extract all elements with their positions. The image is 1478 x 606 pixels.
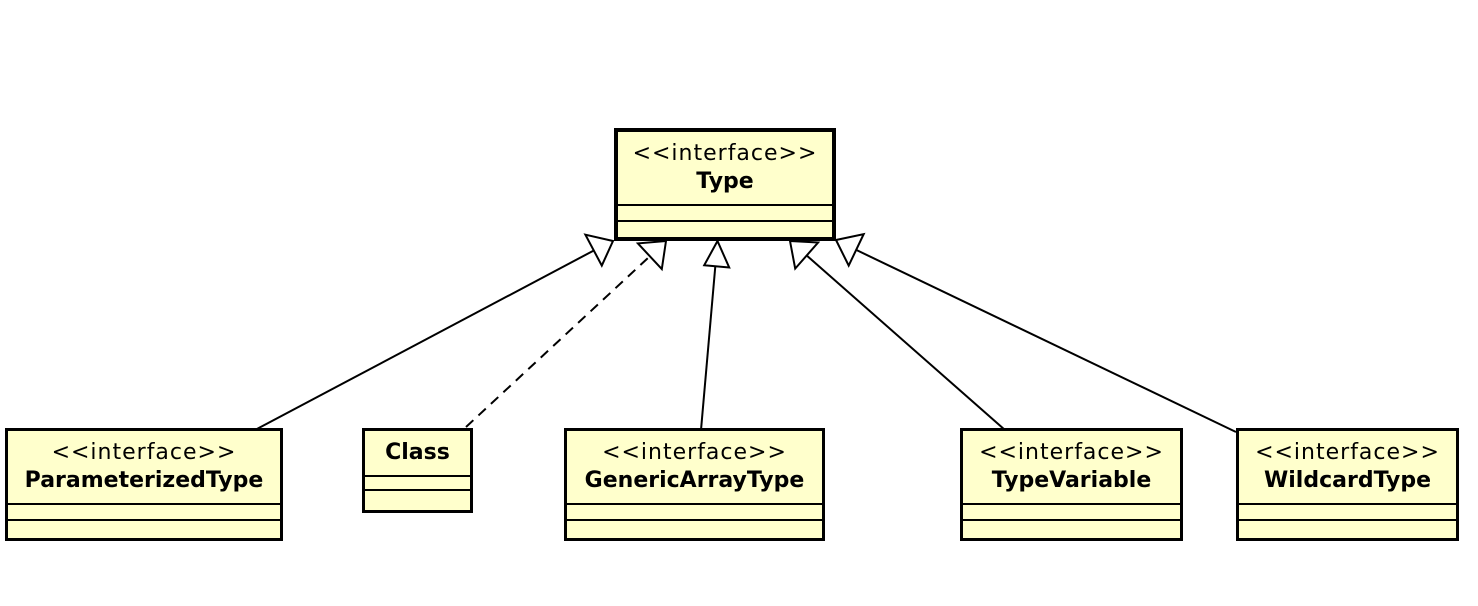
class-box-wildcardtype[interactable]: <<interface>> WildcardType (1236, 428, 1459, 541)
class-name: ParameterizedType (24, 468, 264, 493)
operations-compartment (618, 220, 832, 236)
attributes-compartment (8, 503, 280, 519)
relation-wildcardtype-to-type (855, 248, 1237, 433)
generalization-arrowhead-icon (788, 239, 821, 271)
operations-compartment (8, 519, 280, 535)
stereotype-label: <<interface>> (51, 440, 237, 465)
class-header: <<interface>> Type (618, 132, 832, 204)
relation-typevariable-to-type (806, 254, 1006, 431)
relation-parameterizedtype-to-type (254, 249, 595, 431)
relation-class-to-type (465, 255, 651, 428)
generalization-arrowhead-icon (702, 238, 731, 269)
operations-compartment (1239, 519, 1456, 535)
attributes-compartment (1239, 503, 1456, 519)
stereotype-label: <<interface>> (632, 141, 818, 166)
attributes-compartment (963, 503, 1180, 519)
class-box-typevariable[interactable]: <<interface>> TypeVariable (960, 428, 1183, 541)
class-header: <<interface>> WildcardType (1239, 431, 1456, 503)
class-name: TypeVariable (991, 468, 1152, 493)
class-header: Class (365, 431, 470, 475)
class-box-class[interactable]: Class (362, 428, 473, 513)
attributes-compartment (365, 475, 470, 489)
class-name: GenericArrayType (584, 468, 805, 493)
generalization-arrowhead-icon (834, 232, 866, 268)
class-name: WildcardType (1264, 468, 1431, 493)
relations-layer (254, 232, 1237, 433)
class-box-type[interactable]: <<interface>> Type (614, 128, 836, 241)
realization-arrowhead-icon (635, 239, 668, 272)
class-name: Type (696, 169, 754, 194)
operations-compartment (567, 519, 822, 535)
relation-genericarraytype-to-type (700, 262, 717, 431)
class-header: <<interface>> ParameterizedType (8, 431, 280, 503)
operations-compartment (963, 519, 1180, 535)
class-header: <<interface>> GenericArrayType (567, 431, 822, 503)
generalization-arrowhead-icon (583, 233, 615, 268)
class-box-genericarraytype[interactable]: <<interface>> GenericArrayType (564, 428, 825, 541)
stereotype-label: <<interface>> (979, 440, 1164, 465)
stereotype-label: <<interface>> (1255, 440, 1440, 465)
class-box-parameterizedtype[interactable]: <<interface>> ParameterizedType (5, 428, 283, 541)
operations-compartment (365, 489, 470, 503)
attributes-compartment (567, 503, 822, 519)
class-name: Class (385, 440, 450, 465)
class-header: <<interface>> TypeVariable (963, 431, 1180, 503)
stereotype-label: <<interface>> (602, 440, 787, 465)
attributes-compartment (618, 204, 832, 220)
